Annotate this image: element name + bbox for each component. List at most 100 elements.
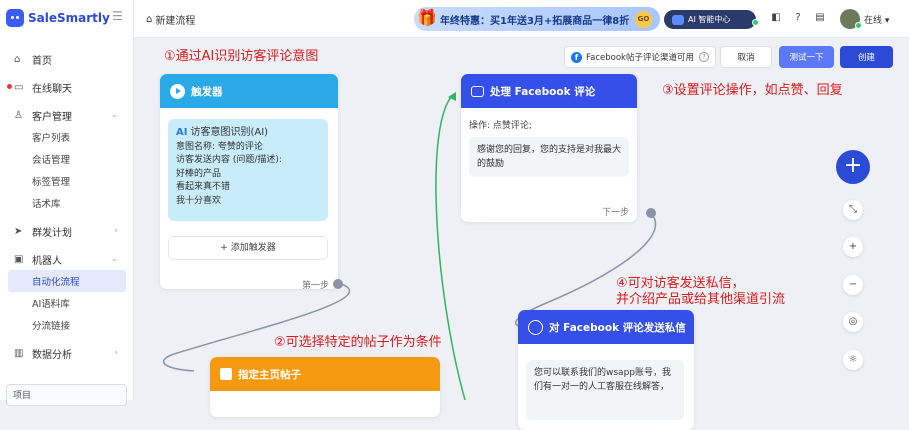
fb-dm-node-header: 对 Facebook 评论发送私信	[518, 310, 694, 344]
add-node-button[interactable]: +	[836, 150, 870, 184]
page-post-node[interactable]: 指定主页帖子	[210, 357, 440, 417]
connector-green-up	[435, 93, 466, 400]
connector-lines	[162, 92, 657, 400]
screen-icon[interactable]: ◧	[771, 12, 781, 23]
sidebar-item-label: 数据分析	[32, 349, 72, 361]
add-trigger-button[interactable]: + 添加触发器	[168, 236, 328, 260]
create-button[interactable]: 创建	[840, 46, 893, 68]
sidebar-item-tags[interactable]: 标签管理	[32, 177, 71, 188]
play-icon	[170, 83, 185, 99]
intent-line: 我十分喜欢	[176, 195, 222, 206]
promo-text: 年终特惠：买1年送3月+拓展商品一律8折	[440, 15, 630, 27]
sidebar-item-analytics[interactable]: ▥数据分析›	[0, 342, 134, 364]
next-step-label: 下一步	[602, 208, 630, 218]
sidebar-item-label: 群发计划	[32, 227, 72, 239]
trigger-output-port[interactable]	[333, 279, 343, 289]
sidebar-item-scripts[interactable]: 话术库	[32, 199, 61, 210]
sidebar-item-sessions[interactable]: 会话管理	[32, 155, 71, 166]
promo-banner[interactable]: 🎁 年终特惠：买1年送3月+拓展商品一律8折 GO	[414, 7, 660, 31]
robot-icon: ▣	[14, 253, 24, 265]
fb-comment-output-port[interactable]	[646, 208, 656, 218]
arrow-head	[448, 92, 456, 101]
intent-line: 看起来真不错	[176, 182, 231, 192]
page-post-title: 指定主页帖子	[238, 368, 301, 381]
next-step-label: 第一步	[302, 281, 330, 291]
sidebar-item-ai-corpus[interactable]: AI语料库	[32, 299, 70, 310]
status-selector[interactable]: 在线 ▾	[864, 16, 890, 26]
zoom-in-icon[interactable]: +	[843, 237, 863, 257]
annotation-2: ②可选择特定的帖子作为条件	[274, 335, 442, 350]
messenger-icon	[528, 319, 543, 335]
trigger-node-header: 触发器	[160, 74, 338, 108]
users-icon: ♙	[14, 109, 23, 121]
sidebar-item-label: 客户管理	[32, 111, 72, 123]
unread-dot	[7, 84, 12, 89]
ai-tag: AI	[176, 127, 188, 138]
reply-bubble: 感谢您的回复，您的支持是对我最大的鼓励	[469, 137, 629, 177]
card-icon[interactable]: ▤	[815, 12, 825, 23]
online-status-dot	[855, 22, 862, 29]
logo-icon	[6, 9, 24, 27]
ai-center-label: AI 智能中心	[688, 15, 731, 24]
sidebar-item-label: 在线聊天	[32, 83, 72, 95]
cancel-button[interactable]: 取消	[720, 46, 772, 68]
robot-icon	[672, 14, 684, 25]
page-title: 新建流程	[155, 16, 196, 27]
top-bar: ⌂新建流程 🎁 年终特惠：买1年送3月+拓展商品一律8折 GO AI 智能中心 …	[134, 0, 909, 38]
ai-center-button[interactable]: AI 智能中心	[664, 10, 759, 29]
sidebar-item-robot[interactable]: ▣ 机器人 ⌄	[0, 248, 134, 270]
project-selector[interactable]: 项目	[6, 384, 127, 406]
sidebar-item-automation[interactable]: 自动化流程	[8, 270, 126, 292]
fb-dm-node[interactable]: 对 Facebook 评论发送私信 您可以联系我们的wsapp账号，我们有一对一…	[518, 310, 694, 430]
comment-icon	[471, 85, 484, 97]
page-post-node-header: 指定主页帖子	[210, 357, 440, 391]
fb-channel-label: Facebook帖子评论渠道可用	[586, 53, 694, 63]
status-label: 在线	[864, 16, 883, 26]
sidebar-item-split-links[interactable]: 分流链接	[32, 321, 71, 332]
annotation-4-line1: ④可对访客发送私信，	[616, 276, 745, 291]
annotation-4-line2: 并介绍产品或给其他渠道引流	[616, 292, 786, 307]
fb-comment-title: 处理 Facebook 评论	[490, 85, 596, 98]
intent-line: 好棒的产品	[176, 168, 222, 179]
test-button[interactable]: 测试一下	[779, 46, 834, 68]
sidebar-item-home[interactable]: ⌂首页	[0, 48, 134, 70]
connector-step2	[514, 212, 657, 327]
facebook-icon: f	[571, 51, 583, 63]
zoom-out-icon[interactable]: −	[843, 275, 863, 295]
gift-icon: 🎁	[417, 8, 437, 27]
sidebar-item-broadcast[interactable]: ➤ 群发计划 ›	[0, 220, 134, 242]
flag-icon	[220, 368, 232, 380]
dm-message-bubble: 您可以联系我们的wsapp账号，我们有一对一的人工客服在线解答，	[526, 360, 684, 420]
sidebar-item-label: 首页	[32, 55, 52, 67]
chevron-right-icon: ›	[114, 226, 118, 236]
locate-icon[interactable]: ◎	[843, 312, 863, 332]
chat-icon: ▭	[14, 81, 24, 93]
sidebar-nav: ⌂首页 ▭ 在线聊天 ♙ 客户管理 ⌄ 客户列表 会话管理 标签管理 话术库 ➤ 群发计…	[0, 48, 134, 364]
sidebar-item-customers[interactable]: ♙客户管理⌄	[0, 104, 134, 126]
connector-step1	[162, 283, 351, 372]
sidebar-item-label: 机器人	[32, 255, 62, 267]
menu-collapse-icon[interactable]: ☰	[112, 9, 123, 23]
intent-line: 访客发送内容 (问题/描述):	[176, 155, 282, 165]
fb-dm-title: 对 Facebook 评论发送私信	[549, 321, 686, 334]
promo-go-button[interactable]: GO	[635, 11, 652, 28]
sidebar-item-customer-list[interactable]: 客户列表	[32, 133, 71, 144]
magic-icon[interactable]: ⤡	[843, 200, 863, 220]
chart-icon: ▥	[14, 347, 24, 359]
send-icon: ➤	[14, 225, 23, 237]
brightness-icon[interactable]: ☼	[843, 350, 863, 370]
breadcrumb: ⌂新建流程	[146, 12, 195, 27]
flow-icon: ⌂	[146, 14, 153, 25]
chevron-down-icon: ⌄	[110, 254, 118, 264]
sidebar-item-live-chat[interactable]: ▭ 在线聊天	[0, 76, 134, 98]
fb-comment-node[interactable]: 处理 Facebook 评论 操作: 点赞评论; 感谢您的回复，您的支持是对我最…	[461, 74, 637, 222]
help-icon[interactable]: ?	[698, 52, 709, 62]
logo[interactable]: SaleSmartly	[6, 8, 110, 28]
notification-dot	[752, 19, 759, 26]
annotation-1: ①通过AI识别访客评论意图	[164, 49, 319, 64]
help-icon[interactable]: ?	[795, 12, 801, 23]
